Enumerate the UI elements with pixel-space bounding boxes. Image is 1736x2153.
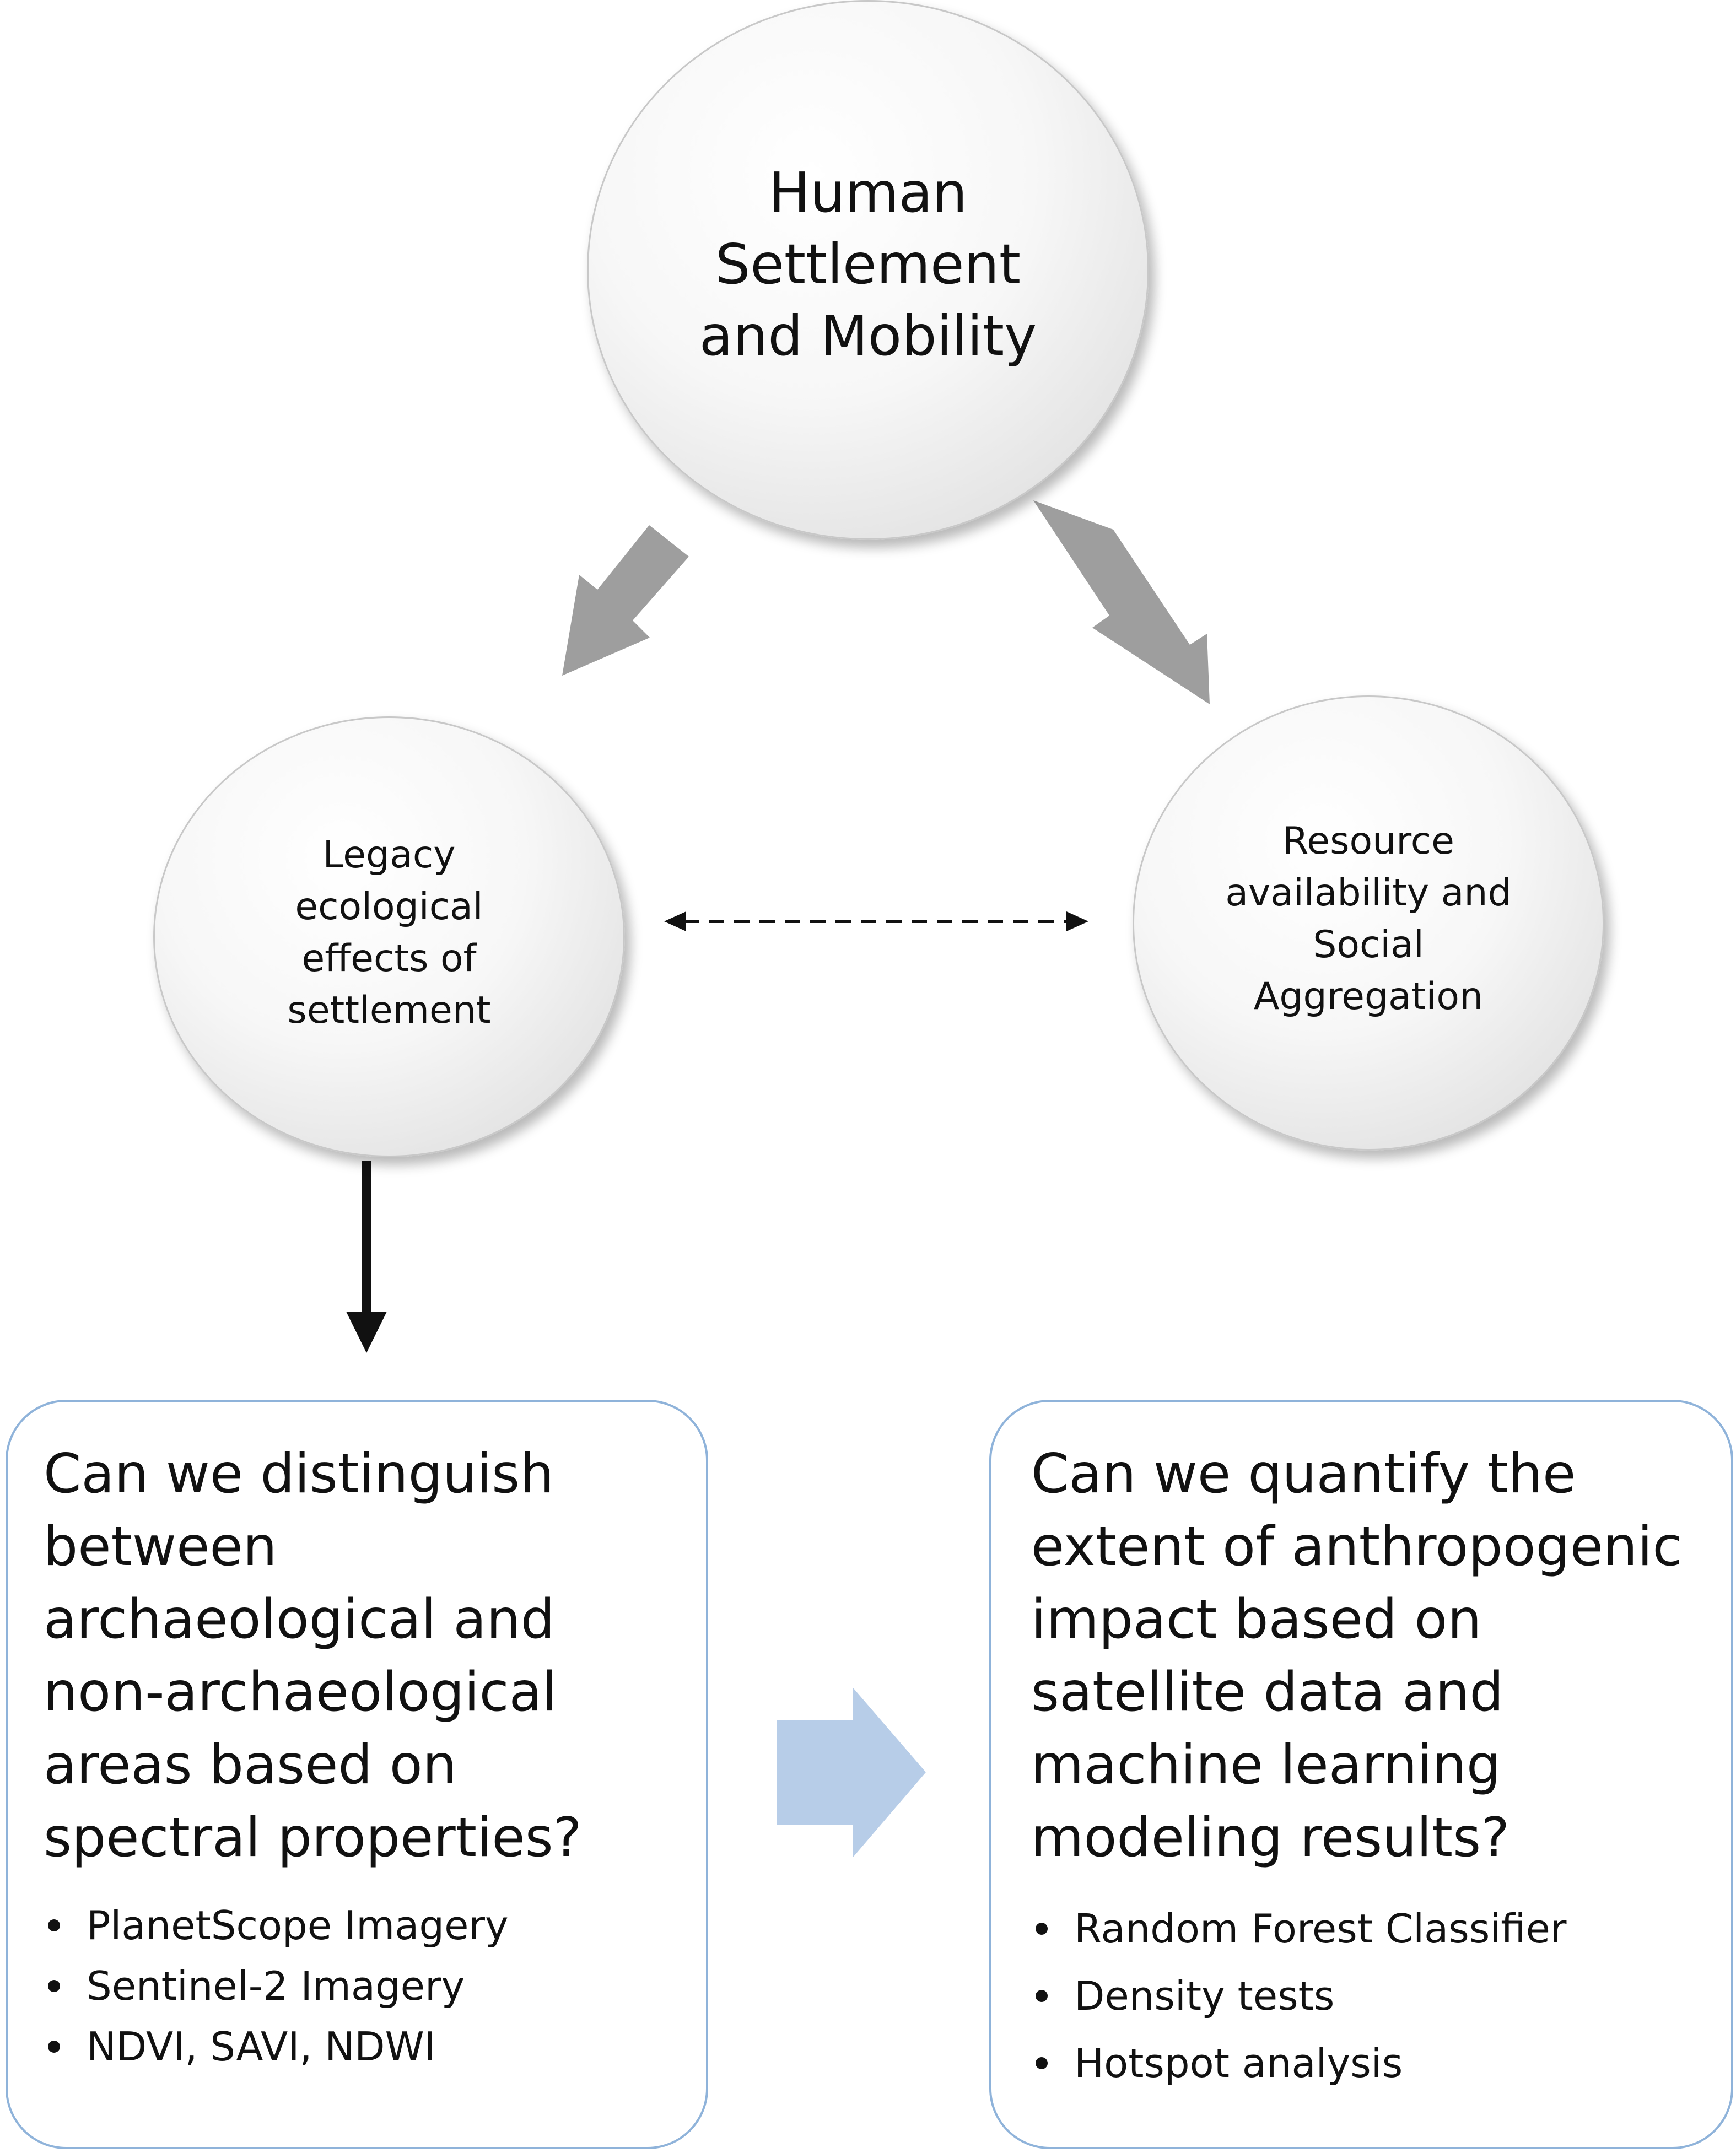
list-item-label: Hotspot analysis — [1074, 2040, 1403, 2086]
arrow-top-to-left — [562, 525, 689, 676]
node-legacy-effects: Legacy ecological effects of settlement — [153, 716, 625, 1157]
arrow-left-down-shaft — [362, 1161, 371, 1313]
list-item-label: Sentinel-2 Imagery — [87, 1963, 465, 2009]
list-item: PlanetScope Imagery — [44, 1895, 684, 1956]
dashed-link-head-right — [1066, 911, 1088, 931]
method-list-left: PlanetScope Imagery Sentinel-2 Imagery N… — [44, 1895, 684, 2077]
node-resource-availability-label: Resource availability and Social Aggrega… — [1225, 819, 1512, 1018]
arrow-top-to-right — [1033, 500, 1210, 704]
list-item: Sentinel-2 Imagery — [44, 1956, 684, 2016]
node-human-settlement: Human Settlement and Mobility — [587, 0, 1149, 540]
bullet-icon — [1036, 1990, 1048, 2002]
list-item-label: NDVI, SAVI, NDWI — [87, 2024, 436, 2070]
bullet-icon — [48, 2041, 60, 2053]
bullet-icon — [48, 1919, 60, 1931]
question-box-distinguish: Can we distinguish between archaeologica… — [6, 1400, 708, 2149]
list-item-label: Density tests — [1074, 1973, 1335, 2019]
question-distinguish-text: Can we distinguish between archaeologica… — [44, 1443, 582, 1869]
list-item: Hotspot analysis — [1031, 2030, 1709, 2097]
list-item-label: PlanetScope Imagery — [87, 1902, 509, 1949]
bullet-icon — [1036, 1923, 1048, 1935]
list-item: Density tests — [1031, 1962, 1709, 2030]
bullet-icon — [1036, 2057, 1048, 2069]
arrow-left-down-head — [346, 1312, 387, 1353]
node-resource-availability: Resource availability and Social Aggrega… — [1133, 695, 1604, 1151]
node-human-settlement-label: Human Settlement and Mobility — [699, 160, 1037, 368]
list-item-label: Random Forest Classifier — [1074, 1906, 1567, 1952]
node-legacy-effects-label: Legacy ecological effects of settlement — [287, 833, 491, 1032]
arrow-left-box-to-right-box — [777, 1688, 926, 1857]
list-item: Random Forest Classifier — [1031, 1895, 1709, 1962]
list-item: NDVI, SAVI, NDWI — [44, 2016, 684, 2077]
dashed-link-head-left — [664, 911, 686, 931]
question-quantify-text: Can we quantify the extent of anthropoge… — [1031, 1443, 1683, 1869]
method-list-right: Random Forest Classifier Density tests H… — [1031, 1895, 1709, 2097]
question-box-quantify: Can we quantify the extent of anthropoge… — [989, 1400, 1733, 2149]
bullet-icon — [48, 1980, 60, 1992]
